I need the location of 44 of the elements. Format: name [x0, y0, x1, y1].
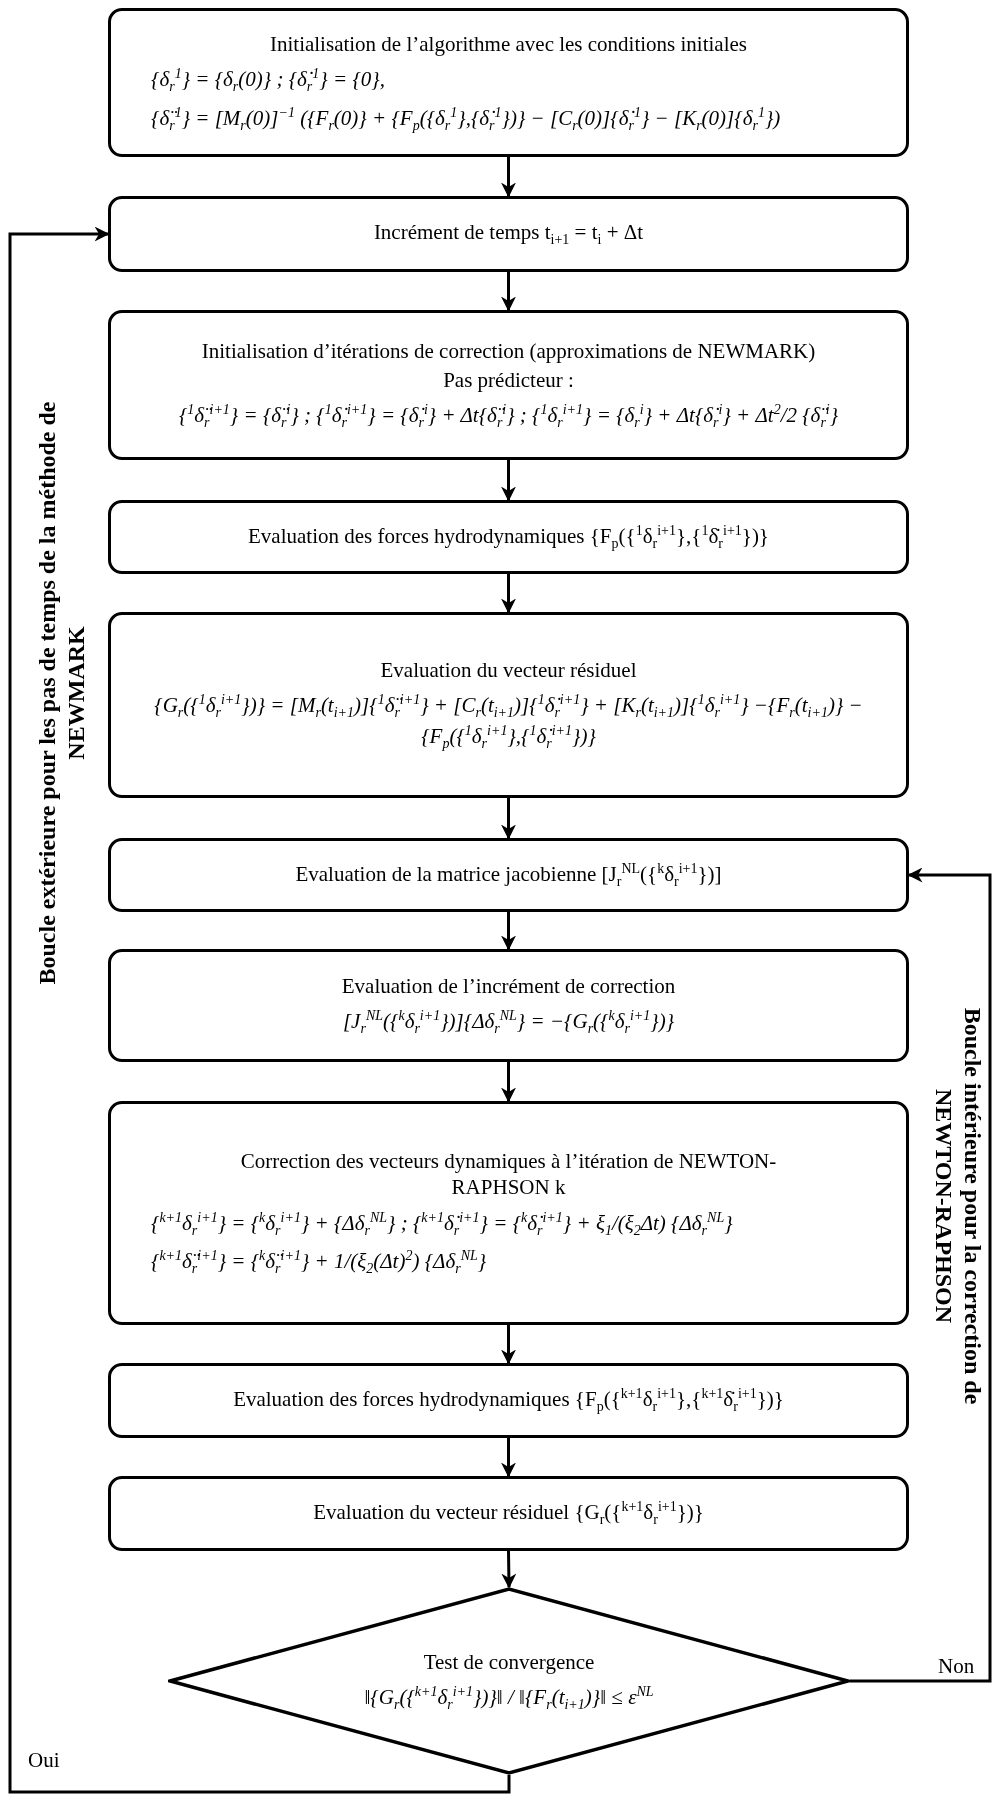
formula-text: {$^{k+1}$δ$_{r}$$^{i+1}$} = {$^{k}$δ$_{r}$$^{i+1}$} + {Δδ$_{r}$$^{NL}$} ; {$^{k+1}$δ̇$_{r}$$^{i+1}$} = {$^{k}$δ̇$_{r}$$^{i+1}$} + ξ$_{1}$/(ξ$_{2}$Δt) {Δδ$_{r}$$^{NL}$} [150, 1208, 734, 1240]
formula-text: [J$_{r}$$^{NL}$({$^{k}$δ$_{r}$$^{i+1}$})]{Δδ$_{r}$$^{NL}$} = −{G$_{r}$({$^{k}$δ$_{r}$$^{i+1}$})} [341, 1007, 676, 1039]
step-text: Evaluation de l’incrément de correction [340, 973, 677, 1001]
arrow [501, 574, 516, 614]
formula-text: {G$_{r}$({$^{1}$δ$_{r}$$^{i+1}$})} = [M$_{r}$(t$_{i+1}$)]{$^{1}$δ̈$_{r}$$^{i+1}$} + [C$_{r}$(t$_{i+1}$)]{$^{1}$δ̇$_{r}$$^{i+1}$} + [K$_{r}$(t$_{i+1}$)]{$^{1}$δ$_{r}$$^{i+1}$} −{F$_{r}$(t$_{i+1}$)} − {F$_{p}$({$^{1}$δ$_{r}$$^{i+1}$},{$^{1}$δ̇$_{r}$$^{i+1}$})} [153, 691, 864, 754]
process-box [108, 1363, 909, 1438]
process-box [108, 838, 909, 912]
formula-text: {δ̈$_{r}$$^{1}$} = [M$_{r}$(0)]$^{−1}$ ({F$_{r}$(0)} + {F$_{p}$({δ$_{r}$$^{1}$},{δ̇$_{r}$$^{1}$})} − [C$_{r}$(0)]{δ̇$_{r}$$^{1}$} − [K$_{r}$(0)]{δ$_{r}$$^{1}$}) [150, 103, 782, 135]
step-text: Evaluation de la matrice jacobienne [J$_{r}$$^{NL}$({$^{k}$δ$_{r}$$^{i+1}$})] [294, 859, 723, 891]
formula-text: {$^{1}$δ̈$_{r}$$^{i+1}$} = {δ̈$_{r}$$^{i}$} ; {$^{1}$δ̇$_{r}$$^{i+1}$} = {δ̇$_{r}$$^{i}$} + Δt{δ̈$_{r}$$^{i}$} ; {$^{1}$δ$_{r}$$^{i+1}$} = {δ$_{r}$$^{i}$} + Δt{δ̇$_{r}$$^{i}$} + Δt$^{2}$/2 {δ̈$_{r}$$^{i}$} [177, 400, 840, 433]
arrow [501, 460, 516, 502]
step-text: Evaluation du vecteur résiduel {G$_{r}$({$^{k+1}$δ$_{r}$$^{i+1}$})} [312, 1498, 705, 1530]
step-text: Initialisation de l’algorithme avec les conditions initiales [268, 30, 748, 58]
arrow [501, 798, 516, 840]
formula-text: Pas prédicteur : [442, 366, 575, 394]
process-box [108, 8, 909, 157]
process-box [108, 1101, 909, 1325]
arrow [501, 1550, 517, 1589]
arrow [501, 1062, 516, 1103]
process-box [108, 310, 909, 460]
step-text: Incrément de temps t$_{i+1}$ = t$_{i}$ + Δt [372, 219, 645, 250]
step-text: Test de convergence [422, 1648, 596, 1676]
arrow [501, 272, 516, 312]
arrow [850, 867, 992, 1683]
process-box [108, 1476, 909, 1551]
process-box [108, 612, 909, 798]
process-box [108, 196, 909, 272]
arrow [501, 1325, 516, 1365]
step-text: Correction des vecteurs dynamiques à l’itération de NEWTON-RAPHSON k [239, 1148, 778, 1202]
formula-text: {$^{k+1}$δ̈$_{r}$$^{i+1}$} = {$^{k}$δ̈$_{r}$$^{i+1}$} + 1/(ξ$_{2}$(Δt)$^{2}$) {Δδ$_{r}$$^{NL}$} [150, 1247, 488, 1279]
formula-text: ‖{G$_{r}$({$^{k+1}$δ$_{r}$$^{i+1}$})}‖ / ‖{F$_{r}$(t$_{i+1}$)}‖ ≤ ε$^{NL}$ [363, 1682, 655, 1714]
step-text: Evaluation des forces hydrodynamiques {F$_{p}$({$^{k+1}$δ$_{r}$$^{i+1}$},{$^{k+1}$δ̇$_{r}$$^{i+1}$})} [232, 1385, 785, 1417]
loop-label: Boucle extérieure pour les pas de temps de la méthode de NEWMARK [33, 400, 90, 987]
process-box [108, 500, 909, 574]
step-text: Evaluation du vecteur résiduel [379, 657, 638, 685]
loop-label: Boucle intérieure pour la correction de NEWTON-RAPHSON [930, 1006, 987, 1407]
arrow [501, 157, 516, 198]
arrow [501, 1438, 516, 1478]
formula-text: {δ$_{r}$$^{1}$} = {δ$_{r}$(0)} ; {δ̇$_{r}$$^{1}$} = {0}, [150, 64, 386, 97]
arrow [501, 912, 516, 951]
step-text: Evaluation des forces hydrodynamiques {F$_{p}$({$^{1}$δ$_{r}$$^{i+1}$},{$^{1}$δ̇$_{r}$$^{i+1}$})} [247, 521, 770, 553]
arrow [8, 226, 511, 1794]
process-box [108, 949, 909, 1062]
step-text: Initialisation d’itérations de correction (approximations de NEWMARK) [200, 338, 817, 366]
